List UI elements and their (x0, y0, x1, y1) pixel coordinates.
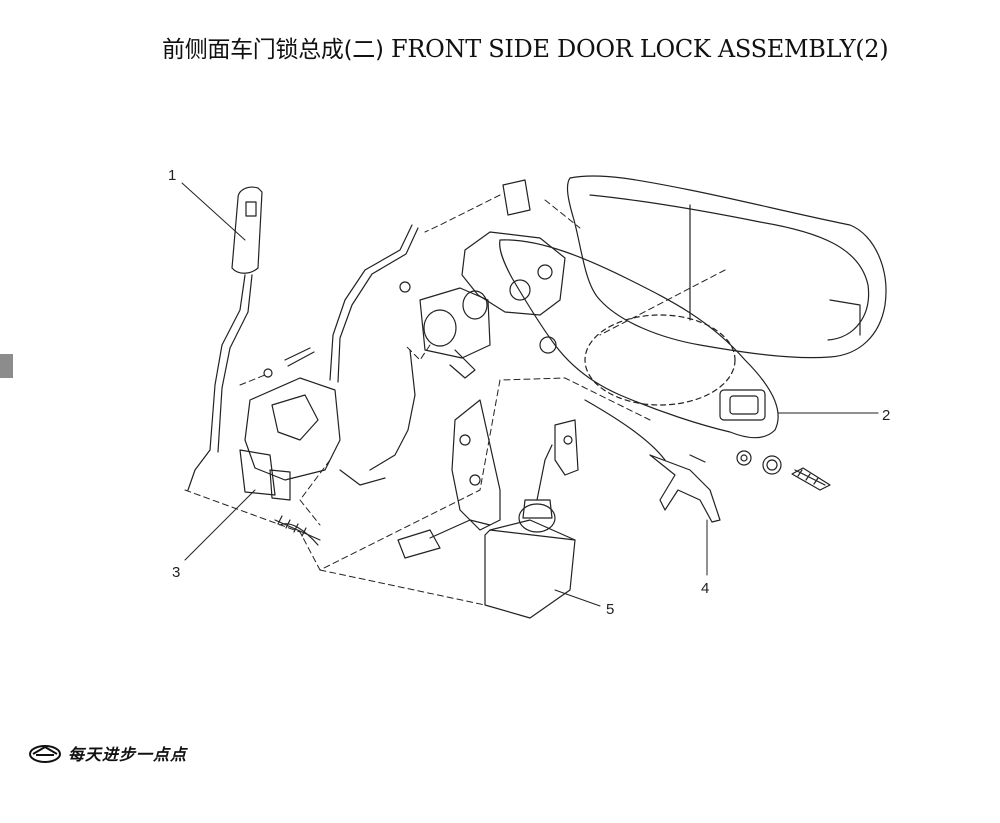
lock-control-rods (329, 224, 419, 486)
page-edge-tab (0, 354, 13, 378)
page-title-en: FRONT SIDE DOOR LOCK ASSEMBLY(2) (391, 35, 889, 63)
footer-motto: 每天进步一点点 (68, 745, 188, 764)
lock-actuator-motor (399, 281, 491, 379)
assembly-outline (184, 194, 726, 606)
outer-door-handle (566, 175, 887, 359)
callout-1: 1 (168, 167, 176, 184)
page-title: 前侧面车门锁总成(二) FRONT SIDE DOOR LOCK ASSEMBL… (162, 30, 889, 64)
lock-cylinder-bracket (461, 179, 566, 354)
mounting-bolt-set (736, 450, 831, 491)
callout-leaders (181, 182, 879, 607)
spring-screw-left (263, 347, 321, 541)
inner-handle-rod (187, 186, 263, 491)
callout-2: 2 (882, 407, 890, 424)
door-lock-body (239, 377, 341, 546)
callout-3: 3 (172, 564, 180, 581)
page-title-zh: 前侧面车门锁总成(二) (162, 37, 384, 63)
callout-4: 4 (701, 580, 709, 597)
handle-base-plate (499, 239, 779, 439)
lock-actuator-5 (397, 444, 576, 619)
brand-logo-icon (29, 745, 61, 763)
callout-5: 5 (606, 601, 614, 618)
mounting-bracket (451, 399, 579, 531)
page-footer: 每天进步一点点 (28, 740, 187, 766)
outer-handle-rod (584, 399, 721, 523)
